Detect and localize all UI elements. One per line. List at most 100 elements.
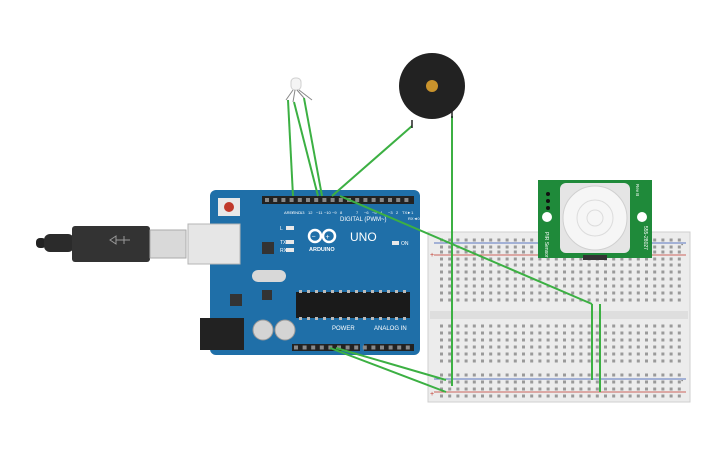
breadboard-hole <box>472 263 476 267</box>
breadboard-hole <box>522 359 525 363</box>
breadboard-hole <box>456 338 460 342</box>
breadboard-hole <box>636 291 640 295</box>
breadboard-hole <box>604 277 607 281</box>
breadboard-hole <box>595 373 599 377</box>
breadboard-hole <box>669 338 673 342</box>
breadboard-hole <box>546 270 550 274</box>
piezo-buzzer[interactable] <box>399 53 465 119</box>
chip-pin <box>379 290 382 293</box>
breadboard-hole <box>554 324 558 328</box>
breadboard-hole <box>472 250 476 254</box>
breadboard-hole <box>456 359 460 363</box>
breadboard-hole <box>522 324 525 328</box>
breadboard-hole <box>513 373 517 377</box>
wire-led-gnd[interactable] <box>287 99 294 197</box>
breadboard-hole <box>448 298 452 302</box>
breadboard-hole <box>489 270 493 274</box>
breadboard-hole <box>538 352 542 356</box>
breadboard-hole <box>522 387 525 391</box>
breadboard-hole <box>554 270 558 274</box>
chip-pin <box>355 317 358 320</box>
breadboard-hole <box>645 345 648 349</box>
breadboard-hole <box>669 324 673 328</box>
header-pin <box>281 198 286 202</box>
breadboard-hole <box>538 298 542 302</box>
wire-buzzer-pin[interactable] <box>331 125 413 197</box>
breadboard-hole <box>579 345 583 349</box>
breadboard-hole <box>677 284 681 288</box>
breadboard-hole <box>595 331 599 335</box>
breadboard-hole <box>481 291 484 295</box>
header-pin <box>405 345 410 350</box>
breadboard-hole <box>448 359 452 363</box>
breadboard-hole <box>464 352 468 356</box>
usb-cable[interactable] <box>36 226 187 262</box>
breadboard-hole <box>538 345 542 349</box>
svg-text:~11: ~11 <box>316 210 323 215</box>
breadboard-hole <box>653 263 657 267</box>
breadboard-hole <box>472 291 476 295</box>
breadboard-hole <box>563 324 566 328</box>
breadboard-hole <box>677 394 681 398</box>
breadboard-hole <box>661 359 665 363</box>
breadboard-hole <box>505 284 509 288</box>
breadboard-hole <box>440 380 443 384</box>
breadboard-hole <box>571 257 575 261</box>
breadboard-hole <box>661 345 665 349</box>
breadboard-hole <box>587 284 591 288</box>
breadboard-hole <box>595 387 599 391</box>
breadboard-hole <box>653 338 657 342</box>
breadboard-hole <box>481 338 484 342</box>
breadboard-hole <box>464 338 468 342</box>
wire-led-pin[interactable] <box>303 97 323 197</box>
digital-header <box>262 196 414 204</box>
breadboard-hole <box>653 331 657 335</box>
breadboard-hole <box>546 324 550 328</box>
breadboard-hole <box>653 277 657 281</box>
reset-button-cap[interactable] <box>224 202 234 212</box>
breadboard-hole <box>472 373 476 377</box>
breadboard-hole <box>653 291 657 295</box>
breadboard-hole <box>538 387 542 391</box>
wire-led-pin[interactable] <box>293 101 319 197</box>
breadboard-hole <box>604 291 607 295</box>
breadboard-hole <box>669 277 673 281</box>
breadboard-hole <box>604 298 607 302</box>
buzzer-center <box>426 80 438 92</box>
breadboard-hole <box>669 245 673 249</box>
breadboard-hole <box>505 270 509 274</box>
breadboard-hole <box>464 257 468 261</box>
breadboard-hole <box>571 284 575 288</box>
svg-text:TX►1: TX►1 <box>402 210 414 215</box>
breadboard-hole <box>489 394 493 398</box>
breadboard-hole <box>612 263 616 267</box>
header-pin <box>273 198 278 202</box>
breadboard-hole <box>464 263 468 267</box>
header-pin <box>371 345 376 350</box>
header-pin <box>314 198 319 202</box>
breadboard[interactable]: + - + - <box>427 231 691 403</box>
rail-plus-label-bottom: + <box>430 391 434 398</box>
breadboard-hole <box>440 250 443 254</box>
breadboard-hole <box>587 373 591 377</box>
breadboard-hole <box>456 345 460 349</box>
breadboard-hole <box>645 331 648 335</box>
wire-5v-rail[interactable] <box>329 347 447 393</box>
breadboard-hole <box>530 291 534 295</box>
breadboard-hole <box>595 338 599 342</box>
wire-gnd-rail[interactable] <box>335 347 447 381</box>
breadboard-hole <box>628 257 632 261</box>
breadboard-hole <box>489 373 493 377</box>
breadboard-hole <box>579 338 583 342</box>
breadboard-hole <box>677 352 681 356</box>
breadboard-hole <box>604 352 607 356</box>
pir-sensor[interactable]: PIR Sensor 555-28027 Rev B <box>538 180 652 260</box>
breadboard-hole <box>653 245 657 249</box>
breadboard-hole <box>579 291 583 295</box>
rgb-led[interactable] <box>285 77 313 103</box>
breadboard-hole <box>587 387 591 391</box>
wire-pir-signal[interactable] <box>339 195 593 305</box>
breadboard-hole <box>620 338 624 342</box>
